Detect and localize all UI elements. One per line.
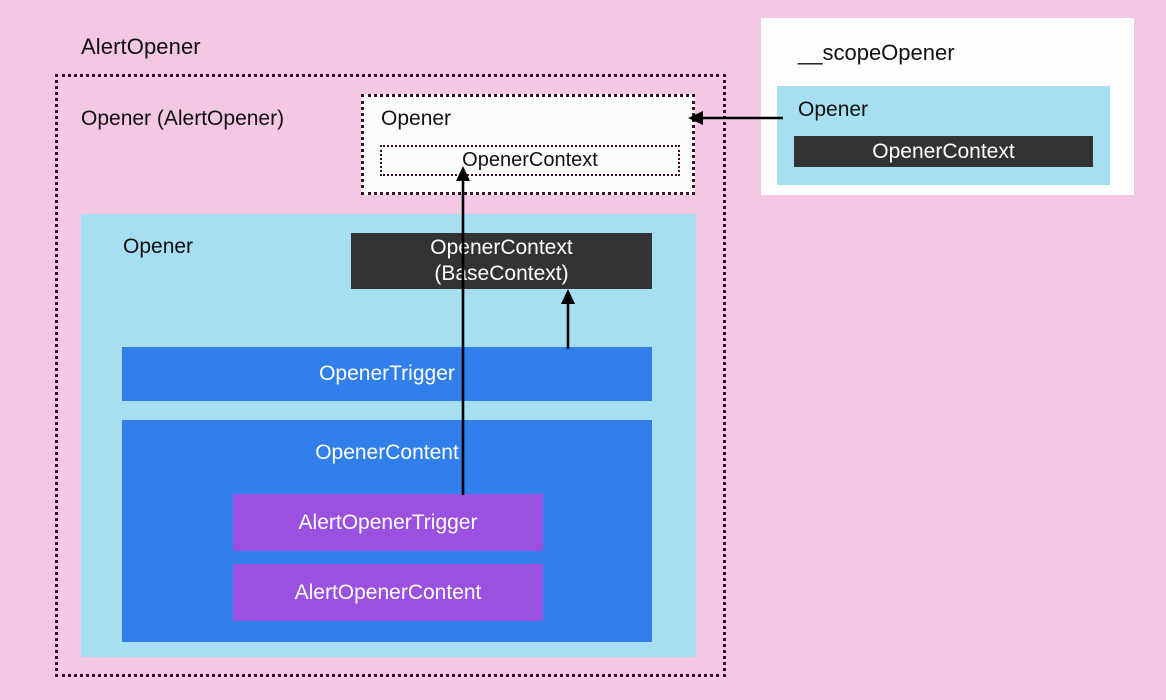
opener-content-label: OpenerContent [315,441,459,464]
scope-opener-group-label: Opener [798,98,869,121]
scope-panel-title: __scopeOpener [798,40,955,65]
outer-scope-container [55,74,726,677]
opener-trigger-label: OpenerTrigger [319,362,455,385]
opener-context-base-line2: (BaseContext) [434,262,569,285]
outer-scope-label: Opener (AlertOpener) [81,107,285,130]
opener-content-block: OpenerContent AlertOpenerTrigger AlertOp… [122,420,652,642]
opener-context-base-chip: OpenerContext (BaseContext) [351,233,652,289]
alert-opener-content-block: AlertOpenerContent [233,564,543,621]
scope-opener-context-label: OpenerContext [872,139,1015,163]
opener-context-base-line1: OpenerContext [430,236,573,260]
alert-opener-trigger-block: AlertOpenerTrigger [233,494,543,551]
scope-panel: __scopeOpener Opener OpenerContext [761,18,1134,195]
page-title: AlertOpener [81,34,201,59]
opener-card-context-label: OpenerContext [462,149,598,171]
opener-region-label: Opener [123,235,194,258]
opener-region: Opener OpenerContext (BaseContext) Opene… [81,214,696,657]
alert-opener-content-label: AlertOpenerContent [294,580,482,604]
alert-opener-trigger-label: AlertOpenerTrigger [298,510,478,534]
scope-opener-context-chip: OpenerContext [794,136,1093,167]
opener-card: Opener OpenerContext [361,94,695,195]
opener-card-label: Opener [381,107,452,130]
opener-card-context-box: OpenerContext [380,145,680,176]
scope-opener-group: Opener OpenerContext [777,86,1110,185]
opener-trigger-block: OpenerTrigger [122,347,652,401]
